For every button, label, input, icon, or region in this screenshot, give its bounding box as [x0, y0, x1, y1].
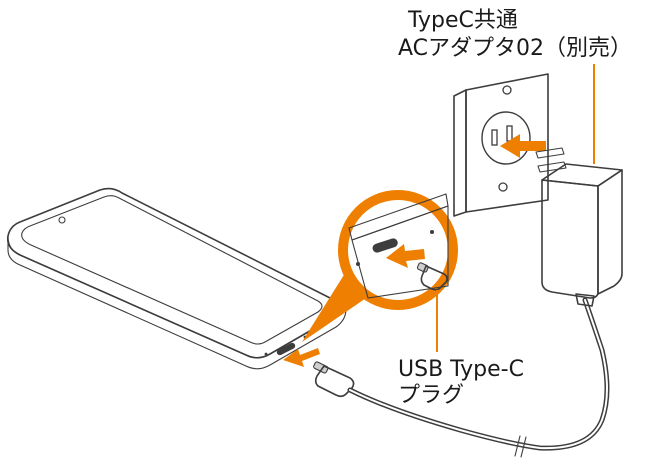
- ac-adapter: [535, 147, 623, 307]
- plug-label-line1: USB Type-C: [398, 357, 524, 382]
- adapter-label-line1: TypeC共通: [407, 8, 518, 33]
- wall-outlet: [453, 73, 549, 217]
- smartphone-mic-hole: [264, 352, 268, 356]
- plug-housing: [314, 365, 355, 398]
- outlet-screw-bottom: [498, 182, 508, 192]
- callout-phone-bottom: [351, 205, 449, 299]
- callout-insert-arrow: [386, 244, 425, 268]
- smartphone-body: [6, 187, 341, 359]
- adapter-cable-boot: [575, 293, 595, 307]
- outlet-screw-top: [502, 85, 512, 95]
- adapter-prong-lower: [537, 161, 567, 173]
- outlet-receptacle: [481, 111, 531, 165]
- adapter-top: [541, 163, 623, 187]
- plug-label-line2: プラグ: [398, 383, 464, 408]
- outlet-plate: [465, 73, 549, 213]
- phone-insert-arrow: [283, 348, 320, 367]
- cable-break-mark: [514, 435, 527, 458]
- callout-plug-housing: [420, 265, 448, 291]
- cable-inner: [349, 299, 608, 450]
- adapter-side: [597, 169, 623, 295]
- adapter-front: [541, 179, 599, 299]
- outlet-plate-side: [453, 89, 467, 217]
- smartphone-usb-port: [276, 342, 296, 356]
- smartphone-screen: [21, 195, 323, 345]
- outlet-insert-arrow: [500, 134, 546, 158]
- front-camera: [58, 216, 66, 224]
- magnified-callout: [302, 190, 458, 342]
- usb-type-c-plug: [313, 361, 355, 398]
- smartphone-side: [7, 235, 347, 370]
- callout-hole-left: [356, 262, 360, 266]
- adapter-label-line2: ACアダプタ02（別売）: [398, 36, 632, 61]
- smartphone: [6, 187, 347, 370]
- callout-usb-port: [372, 238, 398, 253]
- callout-hole-right: [430, 230, 434, 234]
- outlet-slot-left: [491, 129, 498, 146]
- plug-metal-tip: [313, 361, 329, 374]
- adapter-prong-upper: [535, 147, 565, 159]
- callout-plug-tip: [416, 262, 429, 273]
